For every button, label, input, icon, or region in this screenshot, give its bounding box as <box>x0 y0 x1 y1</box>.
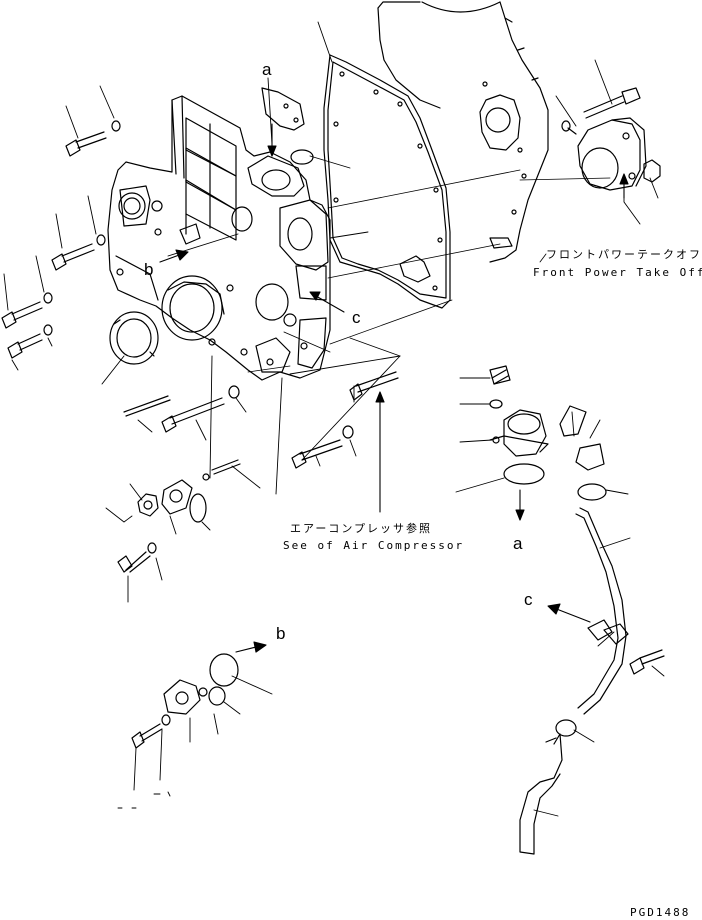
thermostat-housing <box>489 365 607 501</box>
ref-letter-c-top: c <box>352 308 361 327</box>
flywheel-housing <box>377 1 549 263</box>
front-oil-seal <box>109 311 159 365</box>
middle-flange-group <box>117 479 207 573</box>
ref-letter-b-lower: b <box>276 624 286 643</box>
assembly-guide-lines <box>247 169 611 373</box>
air-compressor-en-label: See of Air Compressor <box>283 539 465 552</box>
arrows <box>159 123 629 653</box>
drawing-code: PGD1488 <box>630 906 691 919</box>
partial-marks <box>117 791 171 809</box>
air-compressor-jp-label: エアーコンプレッサ参照 <box>290 522 433 535</box>
front-pto-jp-label: フロントパワーテークオフ <box>546 248 702 261</box>
water-pipe <box>519 507 665 855</box>
front-cover-gasket <box>323 54 513 309</box>
lower-flange-group <box>131 653 239 749</box>
bolts-left <box>1 120 121 359</box>
arrow-c-top <box>315 295 345 313</box>
pto-label-bracket <box>539 253 547 263</box>
front-pto-en-label: Front Power Take Off <box>533 266 702 279</box>
arrow-c-right <box>553 607 591 623</box>
ref-letter-a-top: a <box>262 60 272 79</box>
long-bolts <box>123 371 399 481</box>
ref-letter-a-right: a <box>513 534 523 553</box>
leader-lines <box>3 21 665 817</box>
front-pto-housing <box>561 117 661 191</box>
ref-letter-b-top: b <box>144 260 154 279</box>
ref-letter-c-right: c <box>524 590 533 609</box>
bolts-top-right <box>583 87 641 119</box>
